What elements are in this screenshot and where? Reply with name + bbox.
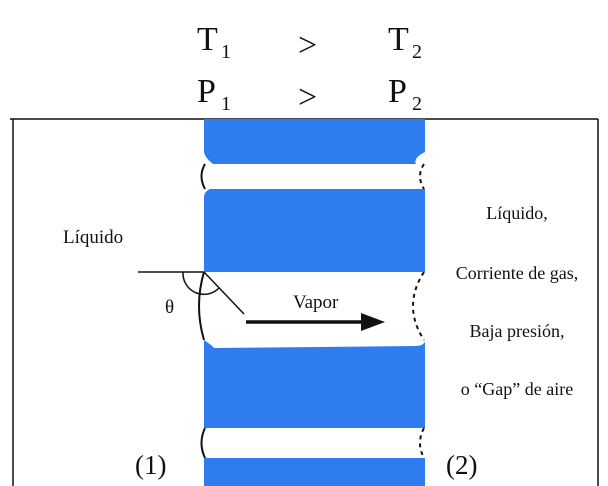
- temperature-relation: T 2 1 > T 2: [197, 21, 422, 64]
- p2-subscript: 2: [412, 93, 422, 115]
- t2-symbol: T: [388, 21, 409, 58]
- p2-symbol: P: [388, 73, 407, 110]
- p1-symbol: P: [197, 73, 216, 110]
- right-meniscus-upper: [419, 163, 425, 190]
- left-meniscus-upper: [200, 163, 206, 190]
- t1-subscript-visible: 1: [221, 41, 231, 63]
- liquid-block-3: [204, 340, 425, 428]
- p1-subscript: 1: [221, 93, 231, 115]
- right-region-line-4: o “Gap” de aire: [461, 379, 573, 399]
- arrow-head: [361, 313, 385, 331]
- right-region-description: Líquido, Corriente de gas, Baja presión,…: [456, 203, 578, 399]
- angle-label: θ: [165, 297, 174, 318]
- tangent-line: [203, 271, 245, 315]
- left-meniscus-middle: [198, 271, 205, 341]
- right-meniscus-lower: [419, 427, 425, 459]
- left-region-label: Líquido: [63, 227, 123, 248]
- side-1-label: (1): [135, 450, 166, 480]
- liquid-block-1: [204, 119, 425, 164]
- right-region-line-1: Líquido,: [486, 203, 548, 223]
- left-menisci: [198, 163, 206, 459]
- pressure-greater-than: >: [298, 79, 317, 116]
- right-meniscus-middle: [412, 271, 425, 341]
- liquid-block-4: [204, 458, 425, 486]
- right-menisci: [412, 163, 425, 459]
- vapor-label: Vapor: [293, 292, 339, 313]
- right-region-line-2: Corriente de gas,: [456, 263, 578, 283]
- contact-angle-construction: [138, 271, 245, 315]
- pressure-relation: P 1 > P 2: [197, 73, 422, 116]
- t1-symbol: T: [197, 21, 218, 58]
- vapor-flow-arrow: [246, 313, 385, 331]
- angle-arc: [182, 271, 220, 296]
- liquid-block-2: [204, 189, 425, 272]
- pore-column: [204, 119, 425, 486]
- t2-subscript: 2: [412, 41, 422, 63]
- right-region-line-3: Baja presión,: [470, 321, 565, 341]
- temperature-greater-than: >: [298, 27, 317, 64]
- left-meniscus-lower: [200, 427, 206, 459]
- side-2-label: (2): [446, 450, 477, 480]
